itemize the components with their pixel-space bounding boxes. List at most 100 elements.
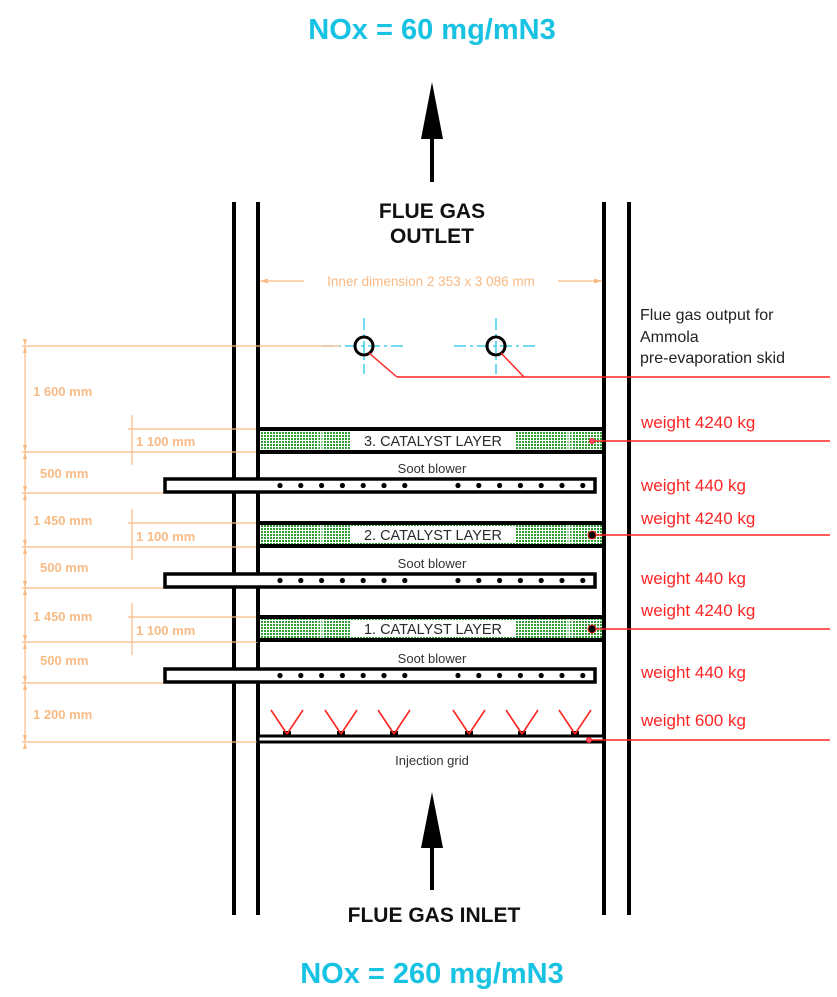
soot-blower-nozzle (497, 482, 503, 489)
injection-spray-line (452, 709, 470, 735)
weight-label-blower-3: weight 440 kg (640, 476, 746, 495)
soot-blower-nozzle (360, 577, 366, 584)
dimension-lines (22, 339, 340, 749)
soot-blower-label: Soot blower (398, 556, 467, 571)
outlet-flow-arrow-icon (421, 82, 443, 182)
injection-spray-line (286, 709, 304, 735)
catalyst-label-bg (350, 526, 516, 543)
soot-blower: Soot blower (163, 651, 597, 684)
dimension-arrow-icon (23, 547, 27, 554)
injection-spray-line (505, 709, 523, 735)
flue-gas-output-nozzle-icon (485, 335, 507, 357)
injection-spray-line (521, 709, 539, 735)
flue-gas-output-nozzles (322, 318, 830, 378)
inlet-label: FLUE GAS INLET (348, 904, 521, 927)
soot-blower-nozzle (339, 482, 345, 489)
weight-label-layer-3: weight 4240 kg (640, 413, 755, 432)
soot-blower-nozzle (455, 672, 461, 679)
dimension-label-section-1: 1 450 mm (33, 609, 92, 624)
soot-blower-lance (163, 667, 597, 684)
dimension-arrow-icon (23, 486, 27, 493)
soot-blower-nozzle (360, 482, 366, 489)
soot-blower-nozzle (381, 482, 387, 489)
injection-grid: Injection grid (256, 709, 830, 768)
dimension-arrow-icon (23, 742, 27, 749)
dimension-arrow-icon (23, 493, 27, 500)
dimension-arrow-icon (23, 588, 27, 595)
soot-blower-nozzle (476, 672, 482, 679)
catalyst-layer-label: 3. CATALYST LAYER (364, 434, 502, 450)
soot-blower-nozzle (339, 672, 345, 679)
soot-blower-nozzle (298, 672, 304, 679)
soot-blower: Soot blower (163, 556, 597, 589)
inner-dimension-line (260, 278, 602, 284)
soot-blower-nozzle (517, 672, 524, 679)
injection-spray-line (324, 709, 342, 735)
soot-blower-nozzle (538, 482, 544, 489)
injection-spray-line (377, 709, 395, 735)
soot-blower-nozzle (580, 482, 586, 489)
weight-reference-dot (586, 737, 592, 743)
dimension-arrow-icon (23, 683, 27, 690)
soot-blower-nozzle (298, 482, 304, 489)
soot-blower-nozzle (580, 577, 586, 584)
soot-blower-nozzle (360, 672, 366, 679)
duct-walls (232, 202, 631, 915)
weight-label-blower-2: weight 440 kg (640, 569, 746, 588)
soot-blower-nozzle (298, 577, 304, 584)
dimension-arrow-icon (23, 540, 27, 547)
soot-blower-nozzle (319, 577, 325, 584)
weight-label-layer-2: weight 4240 kg (640, 509, 755, 528)
soot-blower-nozzle (559, 672, 565, 679)
soot-blower-lance (163, 572, 597, 589)
dimension-label-injection-section: 1 200 mm (33, 707, 92, 722)
injection-spray-line (468, 709, 486, 735)
dimension-arrow-icon (23, 445, 27, 452)
dimension-label-layer-3-height: 1 100 mm (136, 434, 195, 449)
weight-reference-dot (587, 530, 597, 540)
dimension-arrow-icon (23, 452, 27, 459)
dimension-arrow-icon (23, 581, 27, 588)
soot-blower-nozzle (580, 672, 586, 679)
catalyst-layer-label: 1. CATALYST LAYER (364, 622, 502, 638)
soot-blower-nozzle (339, 577, 345, 584)
flue-gas-output-note-line3: pre-evaporation skid (640, 350, 785, 367)
flue-gas-output-note-line2: Ammola (640, 329, 699, 346)
outlet-label-line2: OUTLET (390, 225, 474, 248)
weight-label-injection-grid: weight 600 kg (640, 711, 746, 730)
soot-blower-nozzle (559, 482, 565, 489)
soot-blower-nozzle (319, 672, 325, 679)
catalyst-layer: 3. CATALYST LAYER (256, 427, 830, 454)
dimension-arrow-icon (23, 735, 27, 742)
soot-blower-nozzle (476, 577, 482, 584)
soot-blower-nozzle (381, 577, 387, 584)
nozzle-leader-line (368, 352, 398, 378)
inner-dimension-label: Inner dimension 2 353 x 3 086 mm (327, 274, 535, 289)
nozzle-leader-line (500, 352, 525, 378)
outlet-label-line1: FLUE GAS (379, 200, 485, 223)
dimension-label-blower-1-spacing: 500 mm (40, 653, 88, 668)
catalyst-label-bg (350, 620, 516, 637)
soot-blower-nozzle (277, 482, 283, 489)
dimension-label-layer-2-height: 1 100 mm (136, 529, 195, 544)
soot-blower-lance (163, 477, 597, 494)
flue-gas-output-nozzle-icon (353, 335, 375, 357)
dimension-arrow-icon (23, 346, 27, 353)
soot-blower-nozzle (497, 577, 503, 584)
weight-label-blower-1: weight 440 kg (640, 663, 746, 682)
dimension-label-blower-2-spacing: 500 mm (40, 560, 88, 575)
dimension-label-blower-3-spacing: 500 mm (40, 466, 88, 481)
injection-spray-line (393, 709, 411, 735)
soot-blower-nozzle (402, 577, 408, 584)
soot-blower-nozzle (277, 672, 283, 679)
dimension-arrow-icon (23, 642, 27, 649)
soot-blower-nozzle (559, 577, 565, 584)
injection-grid-pipe (256, 734, 606, 744)
soot-blower-nozzle (319, 482, 325, 489)
soot-blower-nozzle (517, 482, 524, 489)
soot-blower: Soot blower (163, 461, 597, 494)
dimension-arrow-icon (23, 339, 27, 346)
